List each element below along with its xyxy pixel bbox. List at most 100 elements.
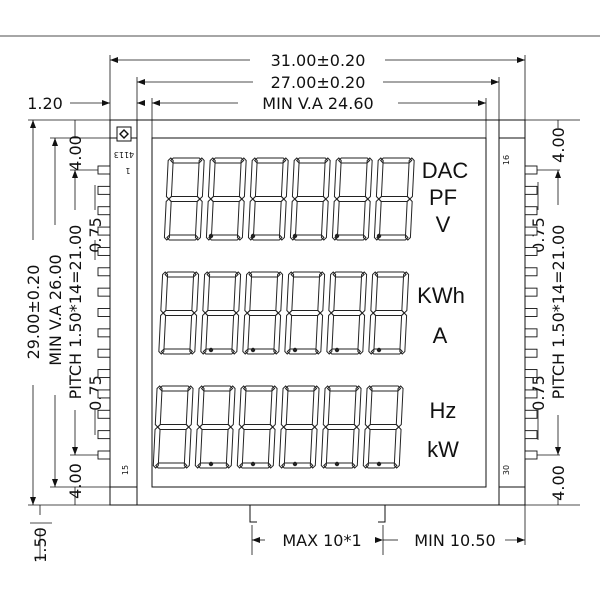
tail-length-label: MIN 10.50 bbox=[414, 531, 495, 550]
seven-segment-digit bbox=[205, 157, 247, 241]
viewing-area bbox=[151, 137, 487, 488]
decimal-point bbox=[292, 233, 298, 239]
pin-right bbox=[524, 185, 538, 195]
pin-width-bottom-left-label: 0.75 bbox=[86, 375, 105, 411]
pin-right bbox=[524, 430, 538, 440]
decimal-point bbox=[250, 461, 256, 467]
unit-pf: PF bbox=[429, 185, 457, 210]
seven-segment-digit bbox=[326, 271, 368, 355]
tail-left-edge bbox=[249, 505, 257, 523]
unit-hz: Hz bbox=[430, 398, 457, 423]
pin-right bbox=[524, 246, 538, 256]
pin-width-bottom-right-label: 0.75 bbox=[529, 375, 548, 411]
decimal-point bbox=[376, 461, 382, 467]
pin-number-16: 16 bbox=[502, 155, 511, 165]
seven-segment-digit bbox=[331, 157, 373, 241]
pins-left bbox=[97, 165, 111, 460]
bottom-margin-right-label: 4.00 bbox=[549, 465, 568, 501]
decimal-point bbox=[376, 233, 382, 239]
pin-right bbox=[524, 328, 538, 338]
pin-left bbox=[97, 246, 111, 256]
pin-right bbox=[524, 409, 538, 419]
logo-code: 4113 bbox=[114, 150, 134, 159]
manufacturer-logo bbox=[116, 126, 132, 142]
pin-left bbox=[97, 328, 111, 338]
seven-segment-digit bbox=[242, 271, 284, 355]
decimal-point bbox=[292, 461, 298, 467]
pin-left bbox=[97, 267, 111, 277]
overall-width-label: 31.00±0.20 bbox=[271, 51, 366, 70]
seven-segment-digit bbox=[278, 385, 320, 469]
pin-left bbox=[97, 308, 111, 317]
pin-left bbox=[97, 348, 111, 358]
overall-height-label: 29.00±0.20 bbox=[24, 265, 43, 360]
pin-left bbox=[97, 206, 111, 216]
unit-kwh: KWh bbox=[417, 283, 465, 308]
decimal-point bbox=[334, 461, 340, 467]
top-margin-right-label: 4.00 bbox=[549, 127, 568, 163]
seven-segment-digit bbox=[320, 385, 362, 469]
unit-a: A bbox=[433, 323, 448, 348]
pin-right bbox=[524, 165, 538, 175]
inner-glass bbox=[136, 119, 500, 506]
min-va-width-label: MIN V.A 24.60 bbox=[262, 94, 373, 113]
decimal-point bbox=[208, 347, 214, 353]
decimal-point bbox=[250, 347, 256, 353]
seven-segment-digit bbox=[200, 271, 242, 355]
seven-segment-digit bbox=[163, 157, 205, 241]
pin-left bbox=[97, 165, 111, 175]
pin-right bbox=[524, 267, 538, 277]
top-margin-left-label: 4.00 bbox=[66, 135, 85, 171]
pin-left bbox=[97, 226, 111, 236]
pin-right bbox=[524, 450, 538, 460]
decimal-point bbox=[208, 461, 214, 467]
decimal-point bbox=[334, 347, 340, 353]
min-va-height-label: MIN V.A 26.00 bbox=[46, 254, 65, 365]
pin-right bbox=[524, 389, 538, 399]
pin-width-top-right-label: 0.75 bbox=[529, 217, 548, 253]
seven-segment-digit bbox=[368, 271, 410, 355]
seven-segment-digit bbox=[236, 385, 278, 469]
tail-right-edge bbox=[378, 505, 386, 523]
pin-right bbox=[524, 308, 538, 317]
pitch-right-label: PITCH 1.50*14=21.00 bbox=[549, 225, 568, 400]
decimal-point bbox=[376, 347, 382, 353]
unit-dac: DAC bbox=[422, 158, 469, 183]
pin-left bbox=[97, 287, 111, 297]
decimal-point bbox=[208, 233, 214, 239]
pin-left bbox=[97, 389, 111, 399]
bottom-margin-left-label: 4.00 bbox=[66, 463, 85, 499]
pin-number-30: 30 bbox=[502, 465, 511, 475]
pitch-left-label: PITCH 1.50*14=21.00 bbox=[66, 225, 85, 400]
decimal-point bbox=[292, 347, 298, 353]
pin-number-1: 1 bbox=[125, 166, 130, 175]
decimal-point bbox=[334, 233, 340, 239]
seven-segment-digit bbox=[362, 385, 404, 469]
pin-left bbox=[97, 185, 111, 195]
left-offset-label: 1.20 bbox=[27, 94, 63, 113]
pin-left bbox=[97, 430, 111, 440]
pin-right bbox=[524, 287, 538, 297]
pin-right bbox=[524, 226, 538, 236]
unit-v: V bbox=[436, 212, 451, 237]
seven-segment-digit bbox=[284, 271, 326, 355]
pin-right bbox=[524, 348, 538, 358]
seven-segment-digit bbox=[373, 157, 415, 241]
pin-right bbox=[524, 369, 538, 379]
bottom-left-label: 1.50 bbox=[31, 527, 50, 563]
seven-segment-digit bbox=[247, 157, 289, 241]
pin-left bbox=[97, 450, 111, 460]
tail-width-label: MAX 10*1 bbox=[282, 531, 361, 550]
digit-display bbox=[152, 157, 415, 469]
seven-segment-digit bbox=[152, 385, 194, 469]
seven-segment-digit bbox=[194, 385, 236, 469]
pin-left bbox=[97, 409, 111, 419]
glass-width-label: 27.00±0.20 bbox=[271, 73, 366, 92]
decimal-point bbox=[250, 233, 256, 239]
pin-right bbox=[524, 206, 538, 216]
seven-segment-digit bbox=[158, 271, 200, 355]
pin-number-15: 15 bbox=[121, 465, 130, 475]
pin-width-top-left-label: 0.75 bbox=[86, 217, 105, 253]
pins-right bbox=[524, 165, 538, 460]
